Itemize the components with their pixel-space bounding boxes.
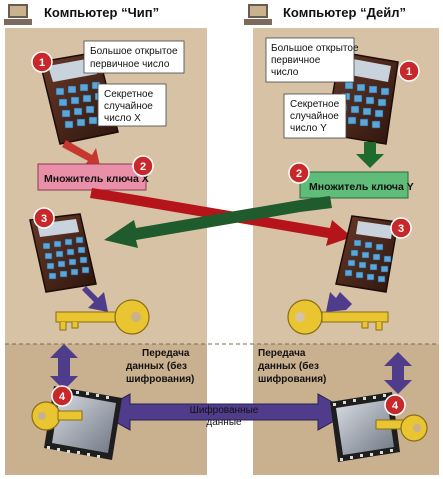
left-transfer-line3: шифрования) — [126, 373, 194, 385]
double-arrow-vertical — [50, 344, 78, 390]
step-badge: 3 — [33, 207, 55, 229]
double-arrow-vertical — [384, 352, 412, 394]
right-transfer-line3: шифрования) — [258, 373, 326, 385]
right-public-prime-line1: Большое открытое — [271, 43, 359, 54]
purple-down-arrow — [326, 292, 352, 312]
svg-text:1: 1 — [39, 57, 45, 69]
secret-random-box — [97, 83, 167, 127]
left-secret-line2: случайное — [104, 101, 153, 112]
key-icon — [287, 299, 389, 335]
step-badge: 4 — [384, 394, 406, 416]
right-computer-title: Компьютер “Дейл” — [283, 5, 406, 20]
secret-random-box — [283, 93, 347, 139]
svg-text:1: 1 — [406, 66, 412, 78]
right-key-multiplier-box — [299, 171, 409, 199]
right-public-prime-line3: число — [271, 67, 299, 78]
step-badge: 4 — [51, 385, 73, 407]
right-key-multiplier-label: Множитель ключа Y — [309, 181, 414, 193]
left-transfer-line1: Передача — [142, 348, 190, 359]
step-badge: 2 — [132, 155, 154, 177]
svg-text:3: 3 — [41, 213, 47, 225]
right-secret-line2: случайное — [290, 111, 339, 122]
left-computer-title: Компьютер “Чип” — [44, 5, 159, 20]
left-secret-line3: число X — [104, 113, 141, 124]
computer-icon — [4, 4, 32, 25]
purple-down-arrow — [82, 286, 108, 312]
key-icon — [375, 414, 428, 442]
right-secret-line3: число Y — [290, 123, 327, 134]
public-prime-box — [265, 37, 355, 83]
green-exchange-arrow — [104, 196, 332, 248]
computer-icon — [244, 4, 272, 25]
red-down-arrow — [62, 140, 100, 168]
step-badge: 1 — [398, 60, 420, 82]
green-down-arrow — [356, 142, 384, 168]
svg-text:4: 4 — [59, 391, 66, 403]
left-public-prime-line2: первичное число — [90, 59, 170, 70]
left-transfer-line2: данных (без — [126, 360, 187, 372]
screen-icon — [330, 392, 400, 462]
svg-text:4: 4 — [392, 400, 399, 412]
encrypted-data-line1: Шифрованные — [190, 404, 259, 416]
public-prime-box — [83, 40, 185, 74]
calculator-icon — [335, 215, 399, 293]
svg-text:3: 3 — [398, 223, 404, 235]
left-key-multiplier-box — [37, 163, 147, 191]
left-key-multiplier-label: Множитель ключа X — [44, 173, 149, 185]
svg-text:2: 2 — [140, 161, 146, 173]
encrypted-data-line2: данные — [206, 417, 242, 428]
left-secret-line1: Секретное — [104, 89, 154, 100]
step-badge: 2 — [288, 162, 310, 184]
svg-text:2: 2 — [296, 168, 302, 180]
right-public-prime-line2: первичное — [271, 55, 321, 66]
right-transfer-line1: Передача — [258, 348, 306, 359]
key-icon — [31, 401, 83, 431]
left-public-prime-line1: Большое открытое — [90, 46, 178, 57]
right-secret-line1: Секретное — [290, 99, 340, 110]
key-icon — [55, 299, 150, 335]
step-badge: 1 — [31, 51, 53, 73]
calculator-icon — [29, 213, 97, 293]
right-transfer-line2: данных (без — [258, 360, 319, 372]
step-badge: 3 — [390, 217, 412, 239]
